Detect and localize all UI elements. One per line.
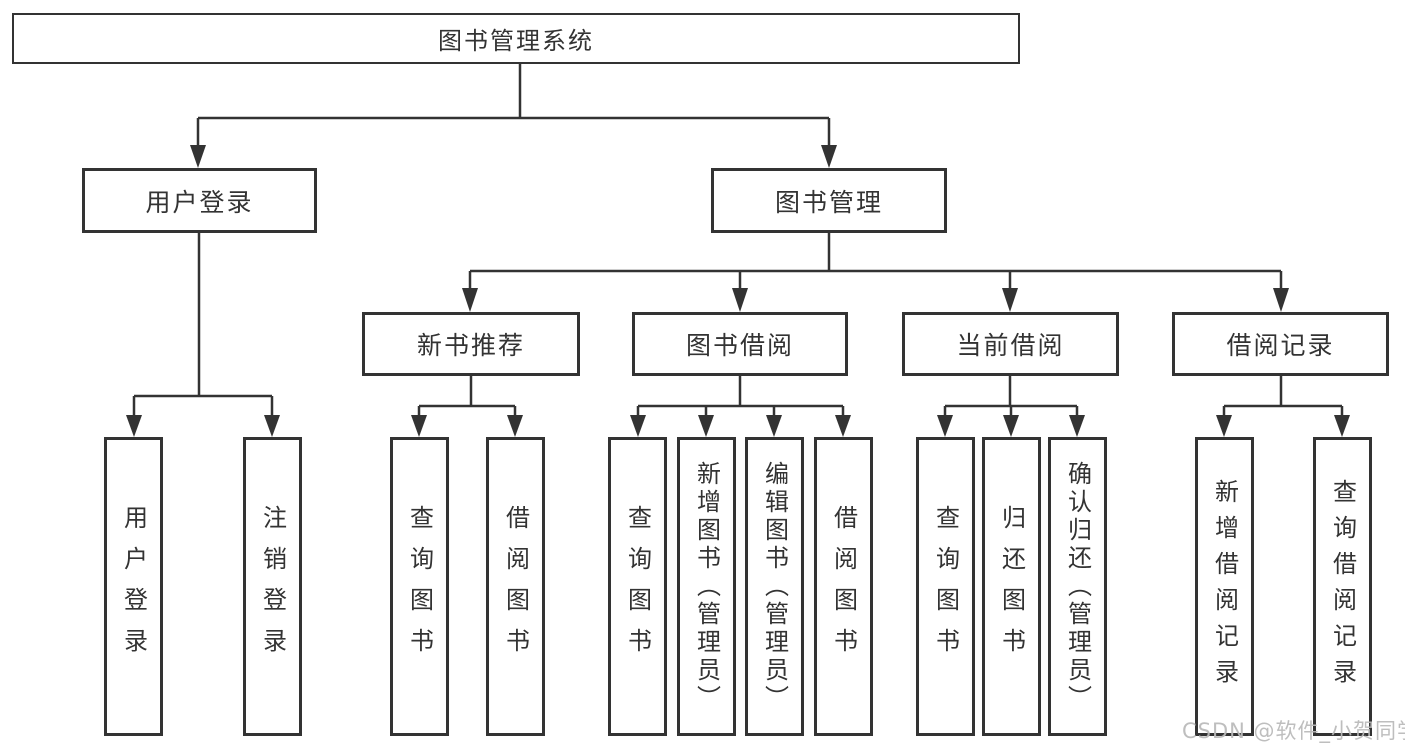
- leaf-borrow-books-2-label: 借阅图书: [829, 504, 858, 669]
- leaf-confirm-return-admin: 确认归还（管理员）: [1048, 437, 1107, 736]
- csdn-watermark: CSDN @软件_小贺同学: [1182, 719, 1405, 743]
- node-book-borrowing: 图书借阅: [632, 312, 848, 376]
- leaf-borrow-books-1: 借阅图书: [486, 437, 545, 736]
- leaf-add-books-admin-label: 新增图书（管理员）: [692, 460, 721, 713]
- leaf-query-books-2: 查询图书: [608, 437, 667, 736]
- leaf-logout: 注销登录: [243, 437, 302, 736]
- leaf-borrow-books-2: 借阅图书: [814, 437, 873, 736]
- leaf-edit-books-admin-label: 编辑图书（管理员）: [760, 460, 789, 713]
- node-system-root: 图书管理系统: [12, 13, 1020, 64]
- leaf-query-borrow-record-label: 查询借阅记录: [1328, 478, 1357, 695]
- leaf-query-books-1: 查询图书: [390, 437, 449, 736]
- node-borrow-records: 借阅记录: [1172, 312, 1389, 376]
- leaf-edit-books-admin: 编辑图书（管理员）: [745, 437, 804, 736]
- leaf-user-login-label: 用户登录: [119, 504, 148, 669]
- leaf-user-login: 用户登录: [104, 437, 163, 736]
- leaf-borrow-books-1-label: 借阅图书: [501, 504, 530, 669]
- node-user-login: 用户登录: [82, 168, 317, 233]
- leaf-add-books-admin: 新增图书（管理员）: [677, 437, 736, 736]
- leaf-query-books-3-label: 查询图书: [931, 504, 960, 669]
- leaf-logout-label: 注销登录: [258, 504, 287, 669]
- leaf-return-books: 归还图书: [982, 437, 1041, 736]
- leaf-query-books-2-label: 查询图书: [623, 504, 652, 669]
- leaf-query-books-3: 查询图书: [916, 437, 975, 736]
- node-book-management: 图书管理: [711, 168, 947, 233]
- leaf-add-borrow-record: 新增借阅记录: [1195, 437, 1254, 736]
- node-new-book-recommend: 新书推荐: [362, 312, 580, 376]
- leaf-query-books-1-label: 查询图书: [405, 504, 434, 669]
- leaf-return-books-label: 归还图书: [997, 504, 1026, 669]
- node-current-borrowing: 当前借阅: [902, 312, 1119, 376]
- leaf-confirm-return-admin-label: 确认归还（管理员）: [1063, 460, 1092, 713]
- leaf-query-borrow-record: 查询借阅记录: [1313, 437, 1372, 736]
- leaf-add-borrow-record-label: 新增借阅记录: [1210, 478, 1239, 695]
